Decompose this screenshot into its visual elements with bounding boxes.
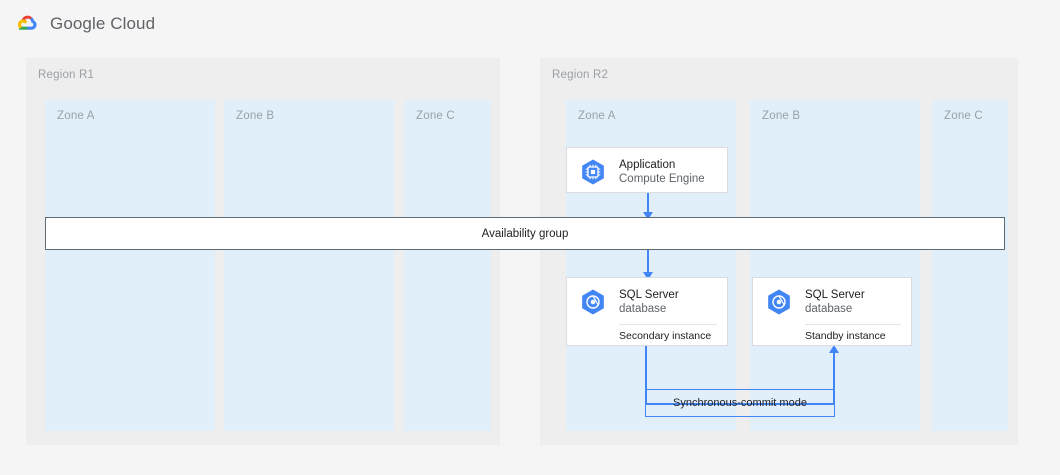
sql-server-icon [768,289,790,315]
card-application-subtitle: Compute Engine [619,173,705,185]
compute-engine-icon [582,159,604,185]
region-r2-zone-b: Zone B [750,100,920,431]
region-r1-zone-a: Zone A [45,100,215,431]
card-application-body: Application Compute Engine [567,148,727,194]
region-r2-zone-b-label: Zone B [762,110,801,122]
connector-app-to-availability-arrow [643,212,653,220]
region-r2-label: Region R2 [552,69,609,81]
connector-availability-to-secondary-line [647,250,649,277]
card-sql-server-standby-body: SQL Server database [753,278,911,324]
sql-server-icon [582,289,604,315]
connector-app-to-availability-line [647,193,649,217]
sync-commit-mode-label-box: Synchronous-commit mode [645,389,835,417]
region-r1-label: Region R1 [38,69,95,81]
card-sql-server-secondary-footer: Secondary instance [619,324,717,348]
connector-sync-left-line [645,346,647,405]
region-r1-zone-b-label: Zone B [236,110,275,122]
availability-group-label: Availability group [481,227,569,240]
region-r1-zone-c: Zone C [404,100,491,431]
region-r1-zone-c-label: Zone C [416,110,455,122]
region-r1-zone-b: Zone B [224,100,394,431]
page-header: Google Cloud [0,0,1060,48]
sync-commit-mode-label: Synchronous-commit mode [673,397,807,409]
region-r2-zone-c: Zone C [932,100,1008,431]
card-sql-server-secondary-body: SQL Server database [567,278,727,324]
card-application[interactable]: Application Compute Engine [566,147,728,193]
card-sql-server-secondary-text: SQL Server database [619,288,679,317]
region-r2-zone-c-label: Zone C [944,110,983,122]
connector-availability-to-secondary-arrow [643,272,653,280]
region-r2-zone-a-label: Zone A [578,110,616,122]
connector-sync-right-line [833,352,835,405]
card-application-text: Application Compute Engine [619,158,705,187]
card-sql-server-standby-title: SQL Server [805,288,865,301]
card-sql-server-standby-text: SQL Server database [805,288,865,317]
google-cloud-wordmark: Google Cloud [50,14,156,33]
card-sql-server-secondary-title: SQL Server [619,288,679,301]
availability-group-bar[interactable]: Availability group [45,217,1005,250]
card-sql-server-standby-subtitle: database [805,303,853,315]
connector-sync-arrow [829,345,839,353]
card-sql-server-secondary-subtitle: database [619,303,667,315]
card-sql-server-standby-footer: Standby instance [805,324,901,348]
card-sql-server-secondary[interactable]: SQL Server database Secondary instance [566,277,728,346]
card-sql-server-standby[interactable]: SQL Server database Standby instance [752,277,912,346]
card-application-title: Application [619,158,676,171]
connector-sync-bottom-line [645,403,835,405]
region-r1-zone-a-label: Zone A [57,110,95,122]
google-cloud-logo-icon [17,15,37,30]
